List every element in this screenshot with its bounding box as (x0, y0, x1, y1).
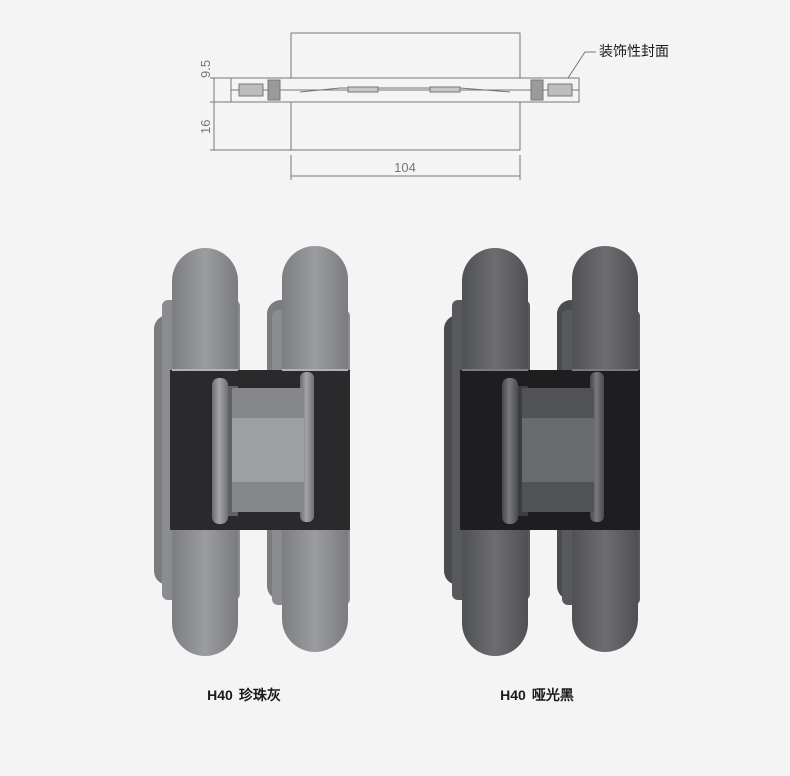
left-bottom-cap (172, 530, 238, 656)
right-top-cap (282, 246, 348, 370)
hinge-matte-black (444, 246, 640, 656)
right-bottom-cap (282, 530, 348, 652)
hinge-arm-top (232, 388, 304, 418)
product-caption-matte-black: H40 哑光黑 (500, 685, 574, 705)
hinge-arm-bottom (522, 482, 594, 512)
model-label: H40 (207, 687, 233, 703)
product-caption-pearl-grey: H40 珍珠灰 (207, 685, 281, 705)
left-top-cap (462, 248, 528, 370)
finish-label: 珍珠灰 (238, 688, 281, 704)
callout-leader (567, 51, 596, 79)
technical-drawing (210, 32, 596, 180)
pivot-pin-left (212, 378, 228, 524)
finish-label: 哑光黑 (531, 688, 574, 704)
hinge-body-outline (290, 32, 521, 151)
hinge-arm-bottom (232, 482, 304, 512)
right-bottom-cap (572, 530, 638, 652)
left-top-cap (172, 248, 238, 370)
hinge-pearl-grey (154, 246, 350, 656)
callout-label: 装饰性封面 (599, 44, 669, 60)
dim-top-label: 9.5 (198, 60, 213, 78)
left-bottom-cap (462, 530, 528, 656)
hinge-arm-center (232, 418, 304, 482)
dim-side-label: 16 (198, 120, 213, 134)
right-top-cap (572, 246, 638, 370)
hinge-arm-center (522, 418, 594, 482)
plate-right-block (530, 79, 544, 101)
model-label: H40 (500, 687, 526, 703)
plate-left-block (267, 79, 281, 101)
hinge-arm-top (522, 388, 594, 418)
pivot-pin-left (502, 378, 518, 524)
dim-width-label: 104 (394, 160, 416, 175)
